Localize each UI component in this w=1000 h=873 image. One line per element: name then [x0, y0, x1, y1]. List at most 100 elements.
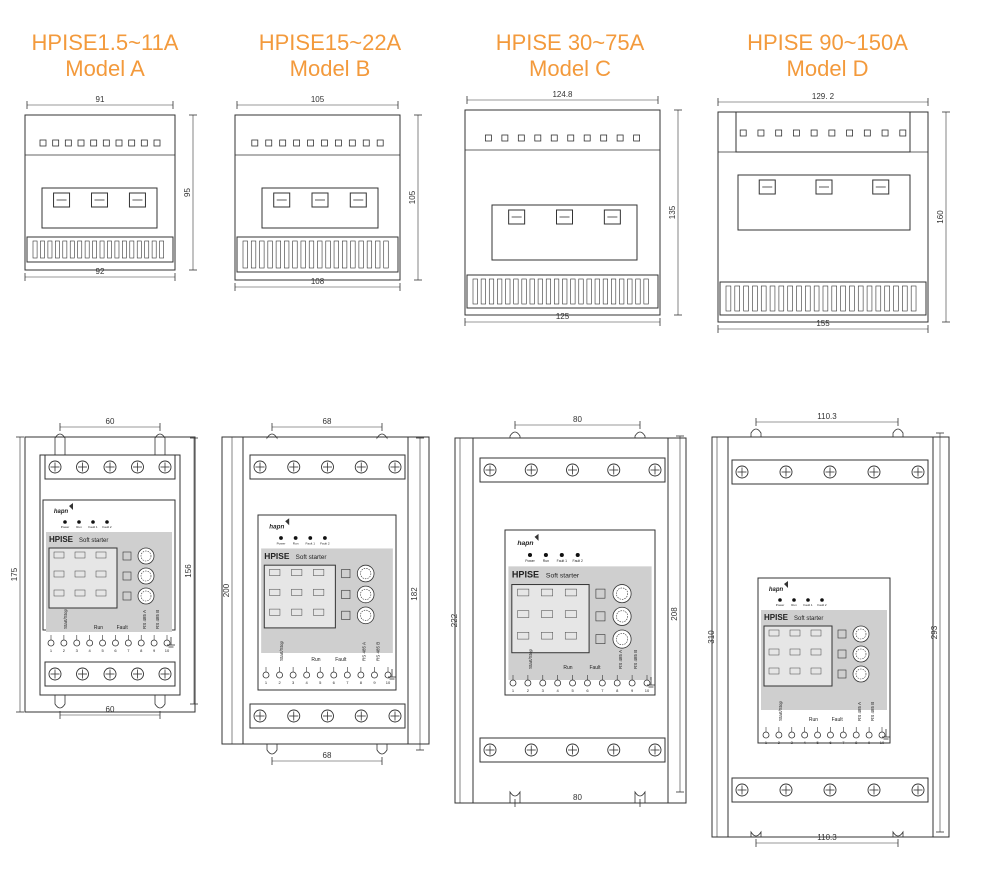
overall-height-label: 222 — [450, 613, 459, 627]
signal-terminal-icon — [330, 671, 338, 679]
heatsink-fin — [635, 278, 641, 305]
heatsink-fin — [840, 285, 846, 312]
terminal-group-label: RS 485 A — [362, 642, 367, 661]
terminal-number: 5 — [319, 680, 322, 685]
heatsink-fin — [159, 240, 164, 259]
terminal-number: 8 — [616, 688, 619, 693]
dial-symbol-icon — [837, 629, 847, 639]
setting-glyph-icon — [517, 610, 530, 618]
dial-scale-icon — [855, 628, 867, 640]
heatsink-fin — [778, 285, 785, 312]
led-indicator — [806, 598, 810, 602]
heatsink-fin — [602, 278, 608, 305]
dial-knob-icon — [612, 584, 632, 604]
model-a-name: HPISE1.5~11A — [31, 30, 179, 55]
led-label: Run — [791, 603, 797, 607]
dial-scale-icon — [616, 610, 629, 623]
setting-glyph-icon — [789, 629, 801, 637]
heatsink-fin — [752, 285, 758, 312]
dial-knob-icon — [356, 606, 375, 625]
model-d-subtitle: Model D — [786, 56, 869, 81]
signal-terminal-icon — [509, 679, 517, 687]
mounting-tab — [54, 695, 66, 709]
terminal-number: 6 — [114, 648, 117, 653]
dial-symbol-icon — [122, 591, 132, 601]
terminal-group-label: RS 485 A — [857, 702, 862, 721]
led-window — [633, 134, 640, 142]
terminal-clamp — [758, 179, 776, 195]
product-name: HPISE — [264, 551, 290, 561]
terminal-strip-top — [479, 457, 666, 483]
led-window — [775, 129, 783, 137]
heatsink — [466, 274, 659, 309]
led-window — [153, 139, 161, 147]
heatsink-fin — [611, 278, 617, 305]
heatsink-fin — [813, 285, 820, 312]
mount-top-label: 110.3 — [817, 412, 837, 421]
led-window — [550, 134, 558, 142]
mounting-tab — [509, 790, 521, 803]
signal-terminal-icon — [814, 731, 821, 739]
settings-box — [511, 584, 590, 654]
terminal-number: 2 — [278, 680, 281, 685]
heatsink-fin — [308, 240, 315, 269]
led-window — [881, 129, 889, 137]
setting-glyph-icon — [541, 588, 553, 597]
front-bottom-width-label: 155 — [816, 319, 830, 328]
terminal-group-label: RS 485 B — [375, 642, 380, 661]
heatsink — [719, 281, 927, 316]
dial-knob-icon — [137, 587, 155, 605]
led-window — [534, 134, 542, 142]
setting-glyph-icon — [313, 569, 325, 576]
dial-knob-icon — [137, 567, 155, 585]
outer-frame — [24, 436, 196, 713]
front-top-width-label: 105 — [311, 95, 325, 104]
setting-glyph-icon — [53, 551, 65, 559]
led-indicator — [105, 520, 109, 524]
led-label: Fault 2 — [817, 603, 827, 607]
led-indicator — [293, 536, 298, 540]
terminal-strip-bottom — [479, 737, 666, 763]
heatsink-fin — [292, 240, 298, 269]
brand-mark-icon — [69, 503, 73, 510]
housing-top — [735, 111, 911, 153]
setting-glyph-icon — [541, 632, 553, 640]
brand-mark-icon — [534, 533, 539, 541]
heatsink-fin — [554, 278, 560, 305]
led-window — [828, 129, 836, 137]
dial-knob-icon — [356, 585, 375, 604]
led-label: Power — [525, 559, 535, 563]
signal-terminal-icon — [60, 639, 68, 647]
setting-glyph-icon — [269, 608, 281, 616]
led-indicator — [63, 520, 67, 524]
led-window — [739, 129, 747, 137]
setting-glyph-icon — [810, 629, 822, 637]
dial-scale-icon — [140, 590, 152, 602]
dial-scale-icon — [140, 550, 152, 562]
dial-symbol-icon — [595, 588, 606, 599]
terminal-clamp — [872, 179, 890, 195]
heatsink-fin — [866, 285, 873, 312]
heatsink-fin — [760, 285, 767, 312]
signal-terminal-icon — [865, 731, 873, 739]
heatsink-fin — [513, 278, 519, 305]
terminal-number: 3 — [791, 740, 794, 745]
model-c-subtitle: Model C — [529, 56, 611, 81]
led-label: Fault 1 — [306, 541, 316, 545]
signal-terminal-icon — [584, 679, 591, 687]
terminal-number: 7 — [601, 688, 604, 693]
heatsink-fin — [875, 285, 882, 312]
led-indicator — [559, 552, 564, 558]
overall-height-label: 310 — [707, 630, 716, 644]
led-indicator — [527, 552, 533, 558]
led-label: Power — [61, 525, 70, 529]
led-window — [321, 139, 328, 147]
setting-glyph-icon — [95, 570, 107, 578]
signal-terminal-icon — [827, 731, 834, 739]
mounting-tab — [266, 433, 278, 440]
dial-symbol-icon — [595, 634, 606, 644]
mount-bottom-label: 68 — [323, 751, 332, 760]
